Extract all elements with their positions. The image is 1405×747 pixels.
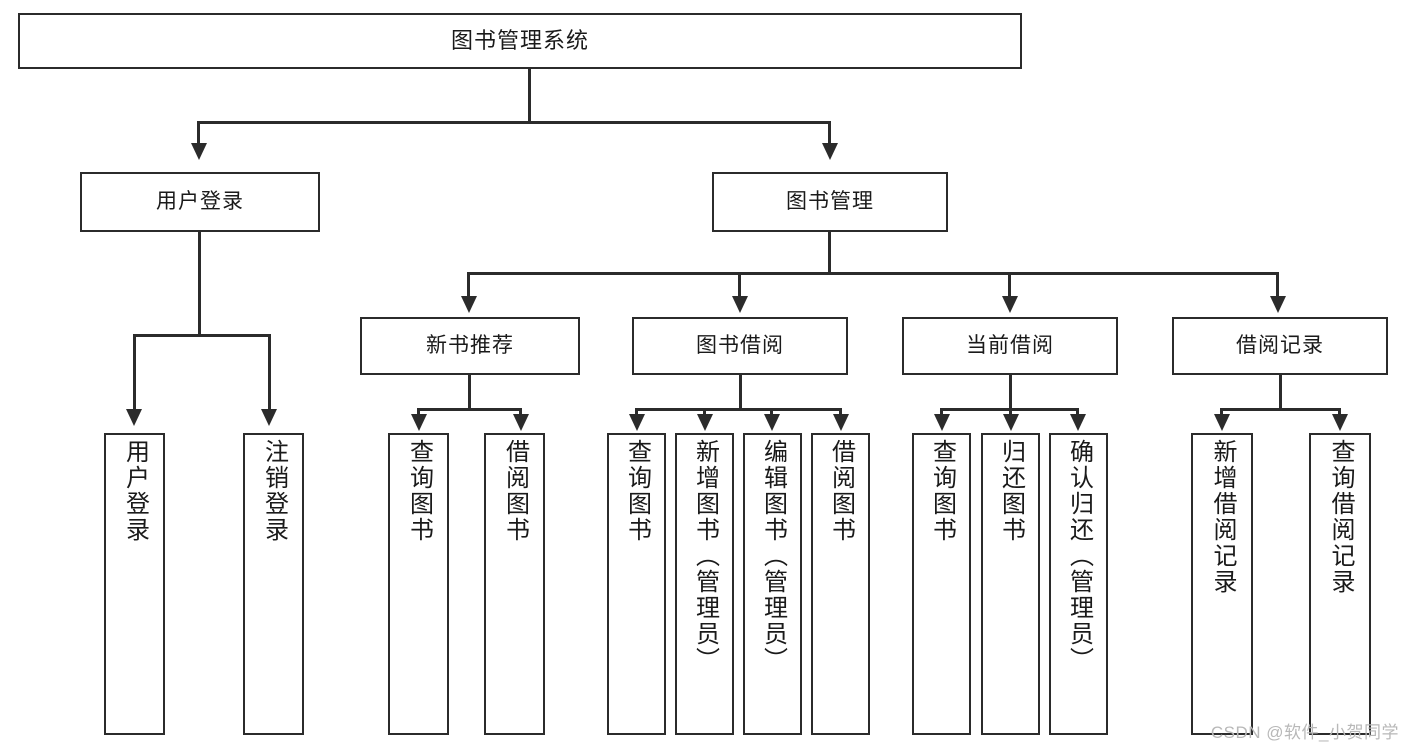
arrow-to-leaf-query-record: [1332, 414, 1348, 431]
arrow-to-leaf-logout-login: [261, 409, 277, 426]
connector-cb-drop-3: [1076, 408, 1079, 416]
node-label: 借阅图书: [827, 439, 855, 543]
node-label: 新增图书（管理员）: [691, 439, 719, 673]
connector-root-drop-1: [197, 121, 200, 144]
arrow-to-leaf-return-book: [1003, 414, 1019, 431]
arrow-to-current-borrow: [1002, 296, 1018, 313]
arrow-to-book-management: [822, 143, 838, 160]
connector-level3-drop-2: [738, 272, 741, 297]
node-label: 图书管理系统: [450, 28, 589, 54]
node-borrow-record[interactable]: 借阅记录: [1172, 317, 1388, 375]
leaf-query-book-1[interactable]: 查询图书: [388, 433, 449, 735]
connector-level3-drop-3: [1008, 272, 1011, 297]
node-label: 图书管理: [786, 189, 874, 213]
arrow-to-book-borrow: [732, 296, 748, 313]
connector-br-stem: [1279, 375, 1282, 410]
connector-cb-drop-2: [1009, 408, 1012, 416]
node-new-book-recommend[interactable]: 新书推荐: [360, 317, 580, 375]
arrow-to-leaf-query-book-1: [411, 414, 427, 431]
connector-br-bus: [1220, 408, 1341, 411]
connector-user-login-bus: [133, 334, 270, 337]
arrow-to-user-login: [191, 143, 207, 160]
connector-bb-bus: [635, 408, 842, 411]
connector-nbr-stem: [468, 375, 471, 410]
leaf-edit-book[interactable]: 编辑图书（管理员）: [743, 433, 802, 735]
leaf-user-login[interactable]: 用户登录: [104, 433, 165, 735]
connector-user-login-drop-2: [268, 334, 271, 410]
node-label: 图书借阅: [696, 333, 784, 357]
connector-level3-bus: [467, 272, 1279, 275]
leaf-add-book[interactable]: 新增图书（管理员）: [675, 433, 734, 735]
node-label: 查询图书: [623, 439, 651, 543]
connector-br-drop-2: [1338, 408, 1341, 416]
node-label: 查询图书: [405, 439, 433, 543]
node-current-borrow[interactable]: 当前借阅: [902, 317, 1118, 375]
leaf-confirm-return[interactable]: 确认归还（管理员）: [1049, 433, 1108, 735]
node-label: 新增借阅记录: [1208, 439, 1236, 595]
connector-user-login-stem: [198, 232, 201, 336]
connector-root-drop-2: [828, 121, 831, 144]
leaf-logout-login[interactable]: 注销登录: [243, 433, 304, 735]
connector-cb-stem: [1009, 375, 1012, 410]
leaf-query-record[interactable]: 查询借阅记录: [1309, 433, 1371, 735]
leaf-add-record[interactable]: 新增借阅记录: [1191, 433, 1253, 735]
node-label: 归还图书: [997, 439, 1025, 543]
leaf-return-book[interactable]: 归还图书: [981, 433, 1040, 735]
connector-nbr-bus: [417, 408, 522, 411]
connector-cb-drop-1: [940, 408, 943, 416]
arrow-to-leaf-confirm-return: [1070, 414, 1086, 431]
node-book-borrow[interactable]: 图书借阅: [632, 317, 848, 375]
arrow-to-leaf-borrow-book-2: [833, 414, 849, 431]
node-label: 借阅图书: [501, 439, 529, 543]
leaf-borrow-book-2[interactable]: 借阅图书: [811, 433, 870, 735]
connector-level3-drop-1: [467, 272, 470, 297]
node-label: 借阅记录: [1236, 333, 1324, 357]
connector-bb-drop-2: [703, 408, 706, 416]
arrow-to-new-book-recommend: [461, 296, 477, 313]
connector-book-management-stem: [828, 232, 831, 274]
node-label: 用户登录: [156, 189, 244, 213]
arrow-to-leaf-add-book: [697, 414, 713, 431]
connector-level3-drop-4: [1276, 272, 1279, 297]
leaf-query-book-2[interactable]: 查询图书: [607, 433, 666, 735]
arrow-to-leaf-borrow-book-1: [513, 414, 529, 431]
node-book-management-system[interactable]: 图书管理系统: [18, 13, 1022, 69]
connector-user-login-drop-1: [133, 334, 136, 410]
arrow-to-leaf-user-login: [126, 409, 142, 426]
arrow-to-leaf-add-record: [1214, 414, 1230, 431]
node-label: 查询借阅记录: [1326, 439, 1354, 595]
connector-bb-stem: [739, 375, 742, 410]
watermark-text: CSDN @软件_小贺同学: [1210, 723, 1399, 742]
connector-bb-drop-4: [839, 408, 842, 416]
connector-root-bus: [197, 121, 831, 124]
leaf-query-book-3[interactable]: 查询图书: [912, 433, 971, 735]
arrow-to-leaf-query-book-3: [934, 414, 950, 431]
arrow-to-leaf-edit-book: [764, 414, 780, 431]
leaf-borrow-book-1[interactable]: 借阅图书: [484, 433, 545, 735]
node-user-login[interactable]: 用户登录: [80, 172, 320, 232]
arrow-to-leaf-query-book-2: [629, 414, 645, 431]
node-label: 查询图书: [928, 439, 956, 543]
node-book-management[interactable]: 图书管理: [712, 172, 948, 232]
connector-root-stem: [528, 69, 531, 123]
node-label: 当前借阅: [966, 333, 1054, 357]
node-label: 编辑图书（管理员）: [759, 439, 787, 673]
connector-bb-drop-3: [770, 408, 773, 416]
connector-nbr-drop-1: [417, 408, 420, 416]
arrow-to-borrow-record: [1270, 296, 1286, 313]
connector-bb-drop-1: [635, 408, 638, 416]
node-label: 注销登录: [260, 439, 288, 543]
connector-nbr-drop-2: [519, 408, 522, 416]
node-label: 用户登录: [121, 439, 149, 543]
node-label: 新书推荐: [426, 333, 514, 357]
node-label: 确认归还（管理员）: [1065, 439, 1093, 673]
connector-br-drop-1: [1220, 408, 1223, 416]
